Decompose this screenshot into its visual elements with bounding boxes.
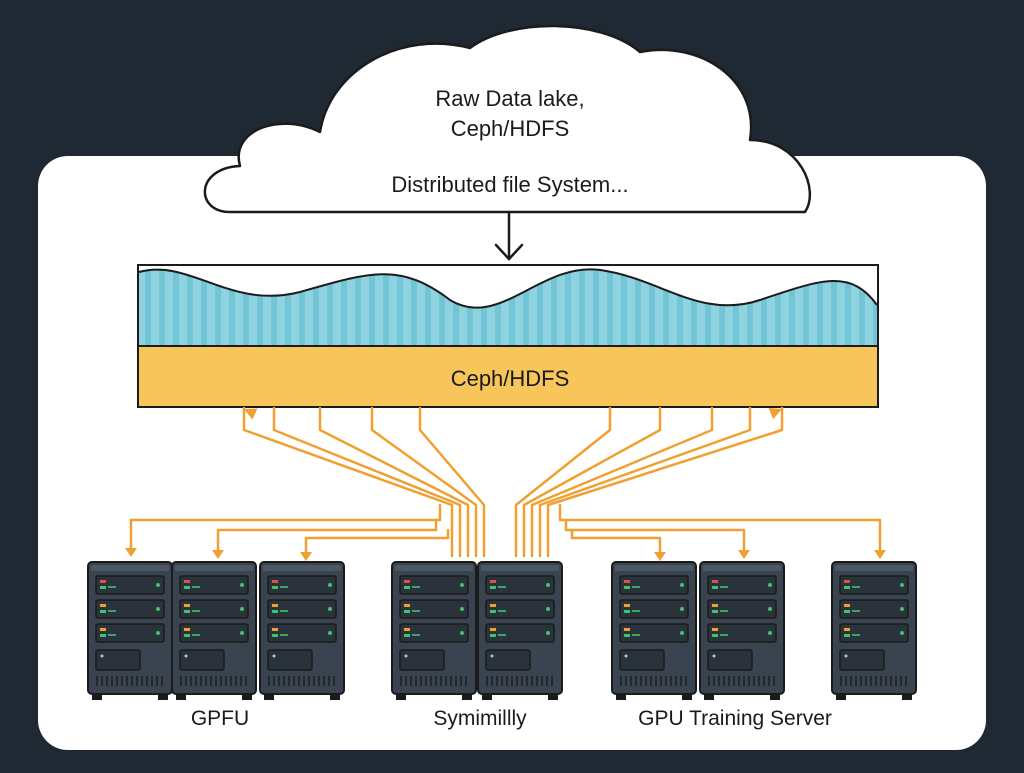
connector-line: [370, 406, 478, 558]
connector-line: [538, 406, 752, 558]
server-group-label-gpu-training: GPU Training Server: [638, 707, 832, 730]
storage-block: [137, 264, 879, 408]
storage-band: [139, 346, 877, 406]
server-rack-icon: [259, 561, 345, 700]
server-rack-icon: [391, 561, 477, 700]
connector-line: [564, 518, 746, 552]
connector-line: [530, 406, 714, 558]
server-rack-icon: [477, 561, 563, 700]
server-rack-icon: [611, 561, 697, 700]
storage-label: Ceph/HDFS: [450, 366, 570, 391]
connector-lines: [125, 406, 886, 561]
distribution-lines: [125, 503, 886, 561]
connector-line: [522, 406, 662, 558]
cloud-icon: [203, 24, 812, 214]
connector-line: [418, 406, 486, 558]
server-group-label-gpfu: GPFU: [190, 707, 250, 730]
server-rack-icon: [699, 561, 785, 700]
connector-line: [272, 406, 462, 558]
connector-line: [514, 406, 612, 558]
cloud-title-line-2: Ceph/HDFS: [450, 116, 570, 141]
cloud-title: Raw Data lake, Ceph/HDFS: [390, 84, 630, 144]
down-arrow-icon: [494, 210, 524, 261]
connector-line: [242, 406, 454, 558]
server-rack-icon: [87, 561, 173, 700]
server-group-label-symimillly: Symimillly: [433, 707, 527, 730]
connector-line: [318, 406, 470, 558]
connector-line: [570, 528, 662, 554]
cloud-title-line-1: Raw Data lake,: [435, 86, 585, 111]
server-rack-icon: [171, 561, 257, 700]
connector-line: [546, 406, 784, 558]
cloud-subtitle: Distributed file System...: [391, 172, 629, 197]
connector-line: [216, 518, 438, 552]
connector-line: [304, 528, 450, 554]
connector-line: [558, 503, 882, 552]
connector-line: [129, 503, 442, 550]
server-racks: [87, 561, 917, 700]
server-rack-icon: [831, 561, 917, 700]
